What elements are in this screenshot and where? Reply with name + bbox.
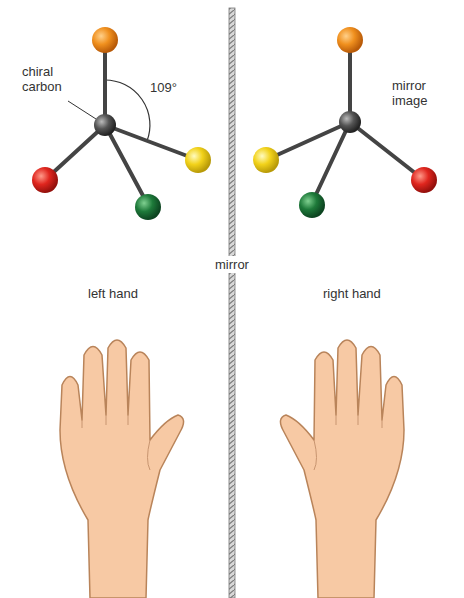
hand-label: right hand xyxy=(323,286,381,301)
right-molecule xyxy=(253,27,437,218)
right-hand xyxy=(280,340,404,598)
left-molecule xyxy=(32,27,211,220)
mirror-plane xyxy=(229,8,235,598)
part-label: chiral carbon xyxy=(22,64,78,94)
part-label: mirror image xyxy=(392,78,452,108)
mirror-label: mirror xyxy=(212,256,252,273)
angle-label: 109° xyxy=(150,80,190,95)
left-hand xyxy=(60,340,184,598)
hand-label: left hand xyxy=(88,286,138,301)
